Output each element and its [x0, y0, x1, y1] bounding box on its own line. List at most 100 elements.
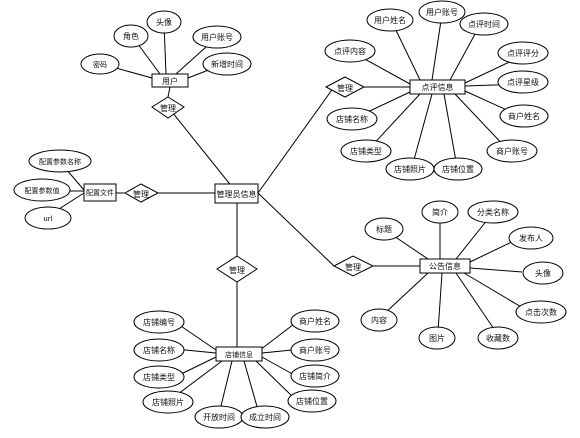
attribute-notice-clicks: 点击次数 — [515, 300, 567, 324]
attribute-notice-category: 分类名称 — [467, 200, 519, 224]
entity-shop: 店铺信息 — [215, 346, 263, 362]
attribute-review-shoptype: 店铺类型 — [340, 139, 392, 163]
attribute-shop-founded: 成立时间 — [240, 405, 290, 429]
attribute-review-account: 用户账号 — [418, 0, 466, 24]
svg-text:店铺名称: 店铺名称 — [143, 345, 175, 355]
svg-text:发布人: 发布人 — [519, 233, 543, 243]
svg-text:店铺位置: 店铺位置 — [296, 396, 328, 406]
svg-text:分类名称: 分类名称 — [477, 207, 509, 217]
attribute-shop-type: 店铺类型 — [133, 365, 185, 389]
svg-text:店铺照片: 店铺照片 — [152, 397, 184, 407]
svg-text:点击次数: 点击次数 — [525, 307, 557, 317]
svg-text:用户账号: 用户账号 — [201, 32, 233, 42]
svg-text:密码: 密码 — [93, 60, 107, 69]
attribute-review-merchantname: 商户姓名 — [499, 104, 549, 128]
svg-text:配置参数名称: 配置参数名称 — [39, 157, 81, 166]
entity-label: 点评信息 — [422, 82, 454, 92]
svg-text:商户账号: 商户账号 — [496, 146, 528, 156]
svg-text:头像: 头像 — [156, 17, 172, 27]
attribute-user-avatar: 头像 — [146, 10, 182, 34]
svg-text:店铺位置: 店铺位置 — [442, 164, 474, 174]
relationship-label: 管理 — [133, 189, 149, 199]
attribute-shop-opentime: 开放时间 — [194, 405, 244, 429]
svg-text:标题: 标题 — [376, 224, 392, 234]
svg-text:收藏数: 收藏数 — [486, 333, 510, 343]
attribute-notice-title: 标题 — [364, 217, 404, 241]
svg-text:商户姓名: 商户姓名 — [508, 111, 540, 121]
attribute-user-password: 密码 — [80, 53, 120, 75]
svg-text:店铺名称: 店铺名称 — [336, 114, 368, 124]
attribute-review-merchantaccount: 商户账号 — [486, 139, 538, 163]
svg-text:配置参数值: 配置参数值 — [25, 186, 60, 195]
svg-text:用户账号: 用户账号 — [426, 7, 458, 17]
relationship-shop: 管理 — [216, 255, 258, 283]
svg-text:图片: 图片 — [429, 333, 445, 343]
relationship-label: 管理 — [229, 265, 245, 275]
svg-text:点评星级: 点评星级 — [507, 77, 539, 87]
svg-text:url: url — [43, 215, 52, 223]
attribute-shop-name: 店铺名称 — [133, 338, 185, 362]
svg-text:点评时间: 点评时间 — [468, 19, 500, 29]
entity-label: 店铺信息 — [225, 350, 253, 359]
entity-admin: 管理员信息 — [214, 183, 259, 204]
attribute-review-time: 点评时间 — [459, 12, 509, 36]
svg-text:店铺类型: 店铺类型 — [143, 372, 175, 382]
relationship-notice: 管理 — [332, 255, 375, 277]
attribute-review-content: 点评内容 — [324, 39, 376, 63]
svg-text:店铺简介: 店铺简介 — [299, 371, 331, 381]
entity-label: 管理员信息 — [217, 189, 257, 199]
svg-text:角色: 角色 — [123, 31, 139, 41]
attribute-notice-intro: 简介 — [421, 200, 459, 224]
entity-label: 公告信息 — [429, 261, 461, 271]
svg-text:商户账号: 商户账号 — [299, 345, 331, 355]
attribute-config-url: url — [24, 206, 72, 230]
attribute-shop-number: 店铺编号 — [133, 310, 185, 334]
svg-text:店铺照片: 店铺照片 — [394, 164, 426, 174]
entity-config: 配置文件 — [83, 183, 117, 202]
svg-text:内容: 内容 — [371, 315, 387, 325]
entity-notice: 公告信息 — [419, 258, 471, 274]
entity-label: 用户 — [162, 76, 178, 86]
relationship-label: 管理 — [337, 83, 353, 93]
svg-text:新增时间: 新增时间 — [211, 59, 243, 69]
attribute-shop-intro: 店铺简介 — [290, 364, 340, 388]
attribute-shop-location: 店铺位置 — [287, 389, 337, 413]
attribute-review-username: 用户姓名 — [366, 8, 414, 32]
svg-text:点评内容: 点评内容 — [334, 46, 366, 56]
attribute-notice-publisher: 发布人 — [508, 226, 554, 250]
svg-text:成立时间: 成立时间 — [249, 412, 281, 422]
svg-text:店铺编号: 店铺编号 — [143, 317, 175, 327]
relationship-user: 管理 — [151, 96, 185, 119]
relationship-label: 管理 — [160, 103, 176, 113]
relationship-review: 管理 — [324, 76, 366, 98]
entity-label: 配置文件 — [86, 188, 114, 197]
entity-user: 用户 — [151, 73, 189, 88]
svg-text:店铺类型: 店铺类型 — [350, 146, 382, 156]
svg-text:用户姓名: 用户姓名 — [374, 15, 406, 25]
relationship-label: 管理 — [345, 262, 361, 272]
svg-text:简介: 简介 — [432, 207, 448, 217]
attribute-notice-content: 内容 — [360, 308, 398, 332]
relationship-config: 管理 — [123, 183, 160, 203]
svg-text:商户姓名: 商户姓名 — [299, 316, 331, 326]
attribute-shop-ownername: 商户姓名 — [290, 309, 340, 333]
attribute-review-level: 点评星级 — [497, 70, 549, 94]
attribute-user-role: 角色 — [113, 24, 149, 48]
attribute-user-created: 新增时间 — [202, 52, 252, 76]
attribute-review-shopname: 店铺名称 — [326, 107, 378, 131]
attribute-notice-favorites: 收藏数 — [477, 326, 519, 350]
attribute-review-shoplocation: 店铺位置 — [433, 157, 483, 181]
svg-text:头像: 头像 — [535, 268, 551, 278]
entity-review: 点评信息 — [409, 79, 466, 95]
attribute-review-shopphoto: 店铺照片 — [385, 157, 435, 181]
svg-text:点评评分: 点评评分 — [507, 49, 539, 58]
attribute-user-account: 用户账号 — [192, 25, 242, 49]
attribute-notice-avatar: 头像 — [522, 261, 564, 285]
attribute-config-value: 配置参数值 — [13, 178, 71, 202]
attribute-shop-owneraccount: 商户账号 — [290, 338, 340, 362]
attribute-config-name: 配置参数名称 — [28, 149, 92, 173]
svg-text:开放时间: 开放时间 — [203, 412, 235, 422]
attribute-shop-photo: 店铺照片 — [142, 390, 194, 414]
